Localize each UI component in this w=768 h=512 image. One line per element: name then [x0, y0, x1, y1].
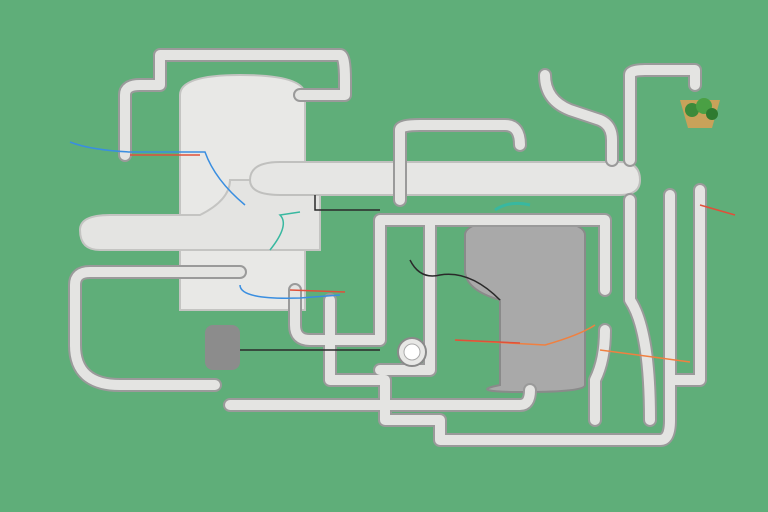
wires [69, 141, 736, 363]
pressure-gauge-icon [397, 337, 427, 367]
left-tank [78, 73, 321, 370]
main-trunk [248, 161, 642, 196]
pipe-network [68, 48, 707, 447]
plant-pot-icon [680, 98, 720, 128]
